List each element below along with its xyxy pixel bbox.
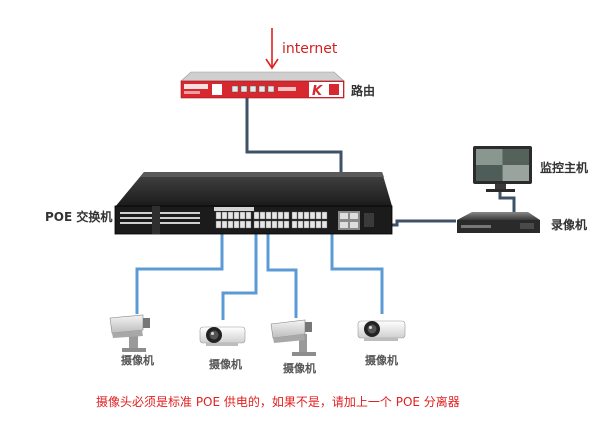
switch-port — [303, 220, 310, 229]
switch-port — [283, 211, 290, 220]
switch-port — [283, 220, 290, 229]
switch-port — [227, 220, 234, 229]
cable-camera-2 — [221, 230, 258, 320]
camera-label-4: 摄像机 — [365, 354, 398, 367]
bullet-camera-icon — [109, 314, 150, 352]
switch-port — [233, 211, 240, 220]
switch-port — [315, 211, 322, 220]
camera-label-2: 摄像机 — [209, 358, 242, 371]
monitor-icon — [473, 146, 532, 192]
cable-camera-3 — [266, 230, 298, 318]
switch-port — [259, 211, 266, 220]
switch-port — [239, 211, 246, 220]
switch-port — [215, 211, 222, 220]
switch-port — [303, 211, 310, 220]
switch-port — [297, 211, 304, 220]
switch-port — [297, 220, 304, 229]
internet-label: internet — [282, 41, 338, 57]
camera-label-3: 摄像机 — [283, 362, 316, 375]
switch-port — [233, 220, 240, 229]
recorder-to-monitor-cable — [498, 189, 516, 214]
switch-port — [265, 211, 272, 220]
switch-port — [245, 220, 252, 229]
router-brand-mark: K — [312, 84, 323, 99]
switch-port — [291, 220, 298, 229]
arrow-down-icon — [265, 28, 279, 70]
switch-port — [315, 220, 322, 229]
dome-camera-icon — [357, 320, 406, 341]
switch-port — [239, 220, 246, 229]
switch-port — [271, 220, 278, 229]
nvr-icon — [457, 212, 540, 233]
camera-cables — [135, 230, 384, 320]
switch-port — [221, 211, 228, 220]
dome-camera-icon — [199, 326, 246, 346]
router-icon: K — [180, 71, 345, 99]
switch-port — [259, 220, 266, 229]
switch-port — [321, 220, 328, 229]
poe-requirement-note: 摄像头必须是标准 POE 供电的，如果不是，请加上一个 POE 分离器 — [96, 395, 460, 409]
switch-port — [215, 220, 222, 229]
bullet-camera-icon — [270, 319, 316, 356]
switch-port — [253, 220, 260, 229]
poe-switch-icon — [114, 172, 393, 235]
cable-camera-1 — [135, 230, 224, 314]
switch-port — [227, 211, 234, 220]
monitor-host-label: 监控主机 — [540, 161, 589, 175]
switch-port — [277, 211, 284, 220]
cable-camera-4 — [330, 230, 384, 314]
camera-label-1: 摄像机 — [121, 354, 154, 367]
switch-port — [277, 220, 284, 229]
switch-port — [309, 220, 316, 229]
router-label: 路由 — [351, 84, 376, 98]
switch-port — [253, 211, 260, 220]
switch-port — [309, 211, 316, 220]
poe-switch-label: POE 交换机 — [45, 210, 113, 224]
switch-port — [291, 211, 298, 220]
switch-port — [321, 211, 328, 220]
switch-ports — [215, 211, 328, 229]
switch-port — [221, 220, 228, 229]
switch-port — [245, 211, 252, 220]
recorder-label: 录像机 — [551, 218, 588, 232]
switch-port — [265, 220, 272, 229]
switch-port — [271, 211, 278, 220]
